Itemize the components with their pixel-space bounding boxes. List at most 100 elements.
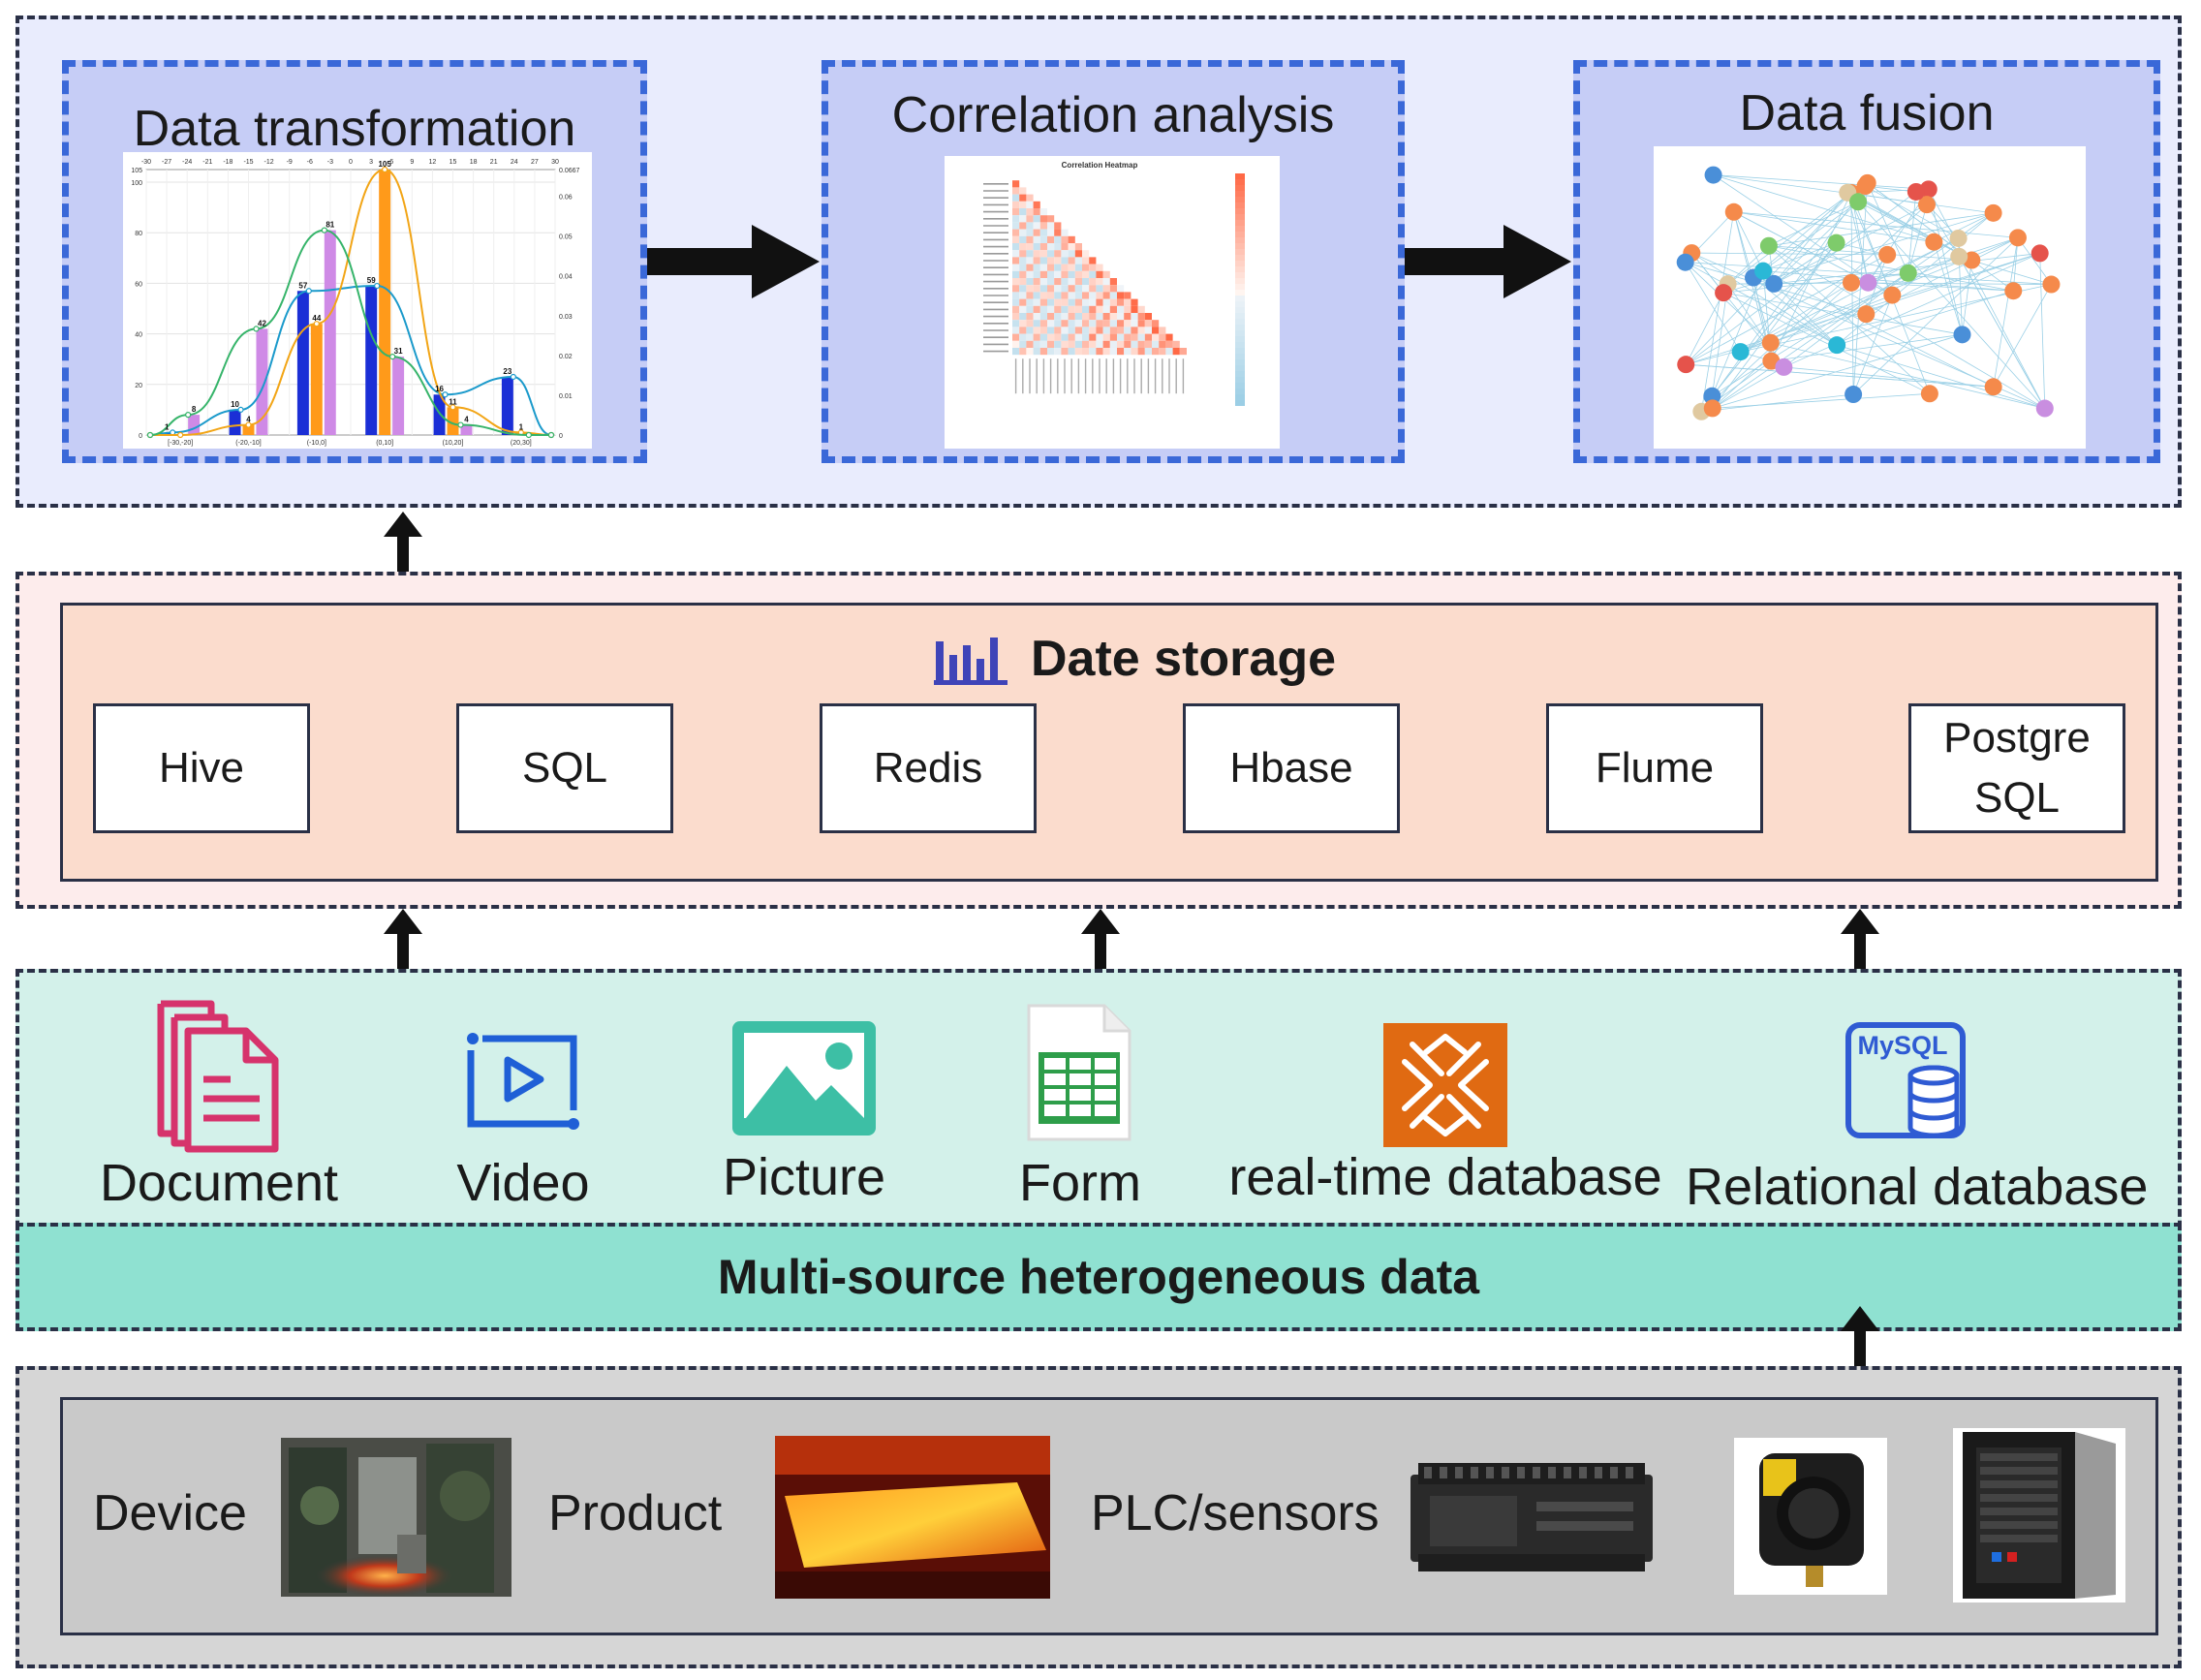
graph-edge [1691,252,1888,256]
top-tick-label: -12 [264,159,274,166]
bar-value-label: 42 [258,319,266,327]
heatmap-cell [1117,292,1125,299]
heatmap-cell [1054,305,1062,313]
heatmap-cell [1159,327,1166,334]
heatmap-cell [1047,348,1055,356]
heatmap-cell [1102,340,1110,348]
graph-edge [1934,212,1994,243]
heatmap-cell [1039,292,1047,299]
heatmap-cell [1068,257,1075,264]
heatmap-cell [1082,278,1090,286]
graph-edge [1857,201,1972,261]
bar [256,328,268,435]
graph-edge [1711,270,1764,396]
heatmap-cell [1089,285,1097,293]
heatmap-cell [1131,305,1138,313]
graph-node [1677,356,1695,374]
heatmap-cell [1033,292,1040,299]
heatmap-cell [1061,313,1069,321]
heatmap-cell [1152,348,1160,356]
heatmap-cell [1082,257,1090,264]
heatmap-cell [1019,229,1027,236]
mysql-badge: MySQL [1857,1031,1947,1060]
heatmap-cell [1096,278,1103,286]
graph-edge [1701,333,1963,413]
heatmap-cell [1026,348,1034,356]
heatmap-cell [1033,333,1040,341]
top-tick-label: -24 [182,159,192,166]
heatmap-cell [1068,305,1075,313]
heatmap-cell [1082,264,1090,271]
heatmap-cell [1137,333,1145,341]
product-label: Product [548,1485,723,1541]
heatmap-cell [1137,305,1145,313]
colorbar-segment [1235,249,1245,255]
heatmap-cell [1074,305,1082,313]
top-tick-label: -6 [307,159,313,166]
heatmap-cell [1124,298,1132,306]
category-label: [-30,-20] [168,440,193,447]
heatmap-cell [1026,257,1034,264]
heatmap-cell [1061,327,1069,334]
heatmap-cell [1026,278,1034,286]
heatmap-cell [1089,270,1097,278]
graph-edge [1771,333,1963,362]
colorbar-segment [1235,389,1245,394]
graph-node [1703,399,1721,418]
colorbar-segment [1235,359,1245,365]
heatmap-cell [1172,340,1180,348]
graph-node [1859,273,1877,292]
colorbar-segment [1235,179,1245,185]
bar [242,424,255,435]
colorbar-segment [1235,394,1245,400]
heatmap-cell [1109,298,1117,306]
category-label: (0,10] [376,440,393,447]
heatmap-cell [1039,313,1047,321]
heatmap-cell [1019,292,1027,299]
heatmap-cell [1033,327,1040,334]
heatmap-cell [1019,201,1027,208]
heatmap-cell [1109,340,1117,348]
heatmap-cell [1039,340,1047,348]
heatmap-cell [1054,235,1062,243]
graph-edge [1867,182,1909,274]
heatmap-cell [1026,250,1034,258]
heatmap-cell [1061,250,1069,258]
heatmap-cell [1124,348,1132,356]
graph-edge [1762,270,1994,388]
graph-node [1950,247,1968,265]
heatmap-cell [1131,298,1138,306]
graph-node [1857,305,1876,324]
bar-value-label: 4 [246,416,251,424]
heatmap-cell [1039,285,1047,293]
heatmap-cell [1026,292,1034,299]
graph-node [1849,193,1868,211]
correlation-heatmap-figure: Correlation Heatmap [945,156,1280,449]
storage-item-label: SQL [521,744,608,792]
heatmap-cell [1054,320,1062,327]
graph-edge [1836,212,1994,346]
curve-point [442,391,449,398]
graph-edge [1712,392,1930,409]
heatmap-cell [1124,320,1132,327]
heatmap-cell [1033,250,1040,258]
heatmap-cell [1061,292,1069,299]
graph-edge [1752,192,1852,278]
graph-edge [1783,366,1994,388]
heatmap-cell [1152,320,1160,327]
graph-node [2008,229,2027,247]
heatmap-cell [1012,264,1020,271]
heatmap-cell [1047,285,1055,293]
heatmap-cell [1096,333,1103,341]
source-label-realtime-database: real-time database [1228,1148,1662,1206]
curve-point [450,404,456,411]
heatmap-cell [1033,278,1040,286]
heatmap-cell [1019,348,1027,356]
heatmap-cell [1131,348,1138,356]
colorbar-segment [1235,400,1245,406]
bar [460,424,473,435]
heatmap-cell [1039,278,1047,286]
heatmap-cell [1026,243,1034,251]
heatmap-cell [1033,348,1040,356]
